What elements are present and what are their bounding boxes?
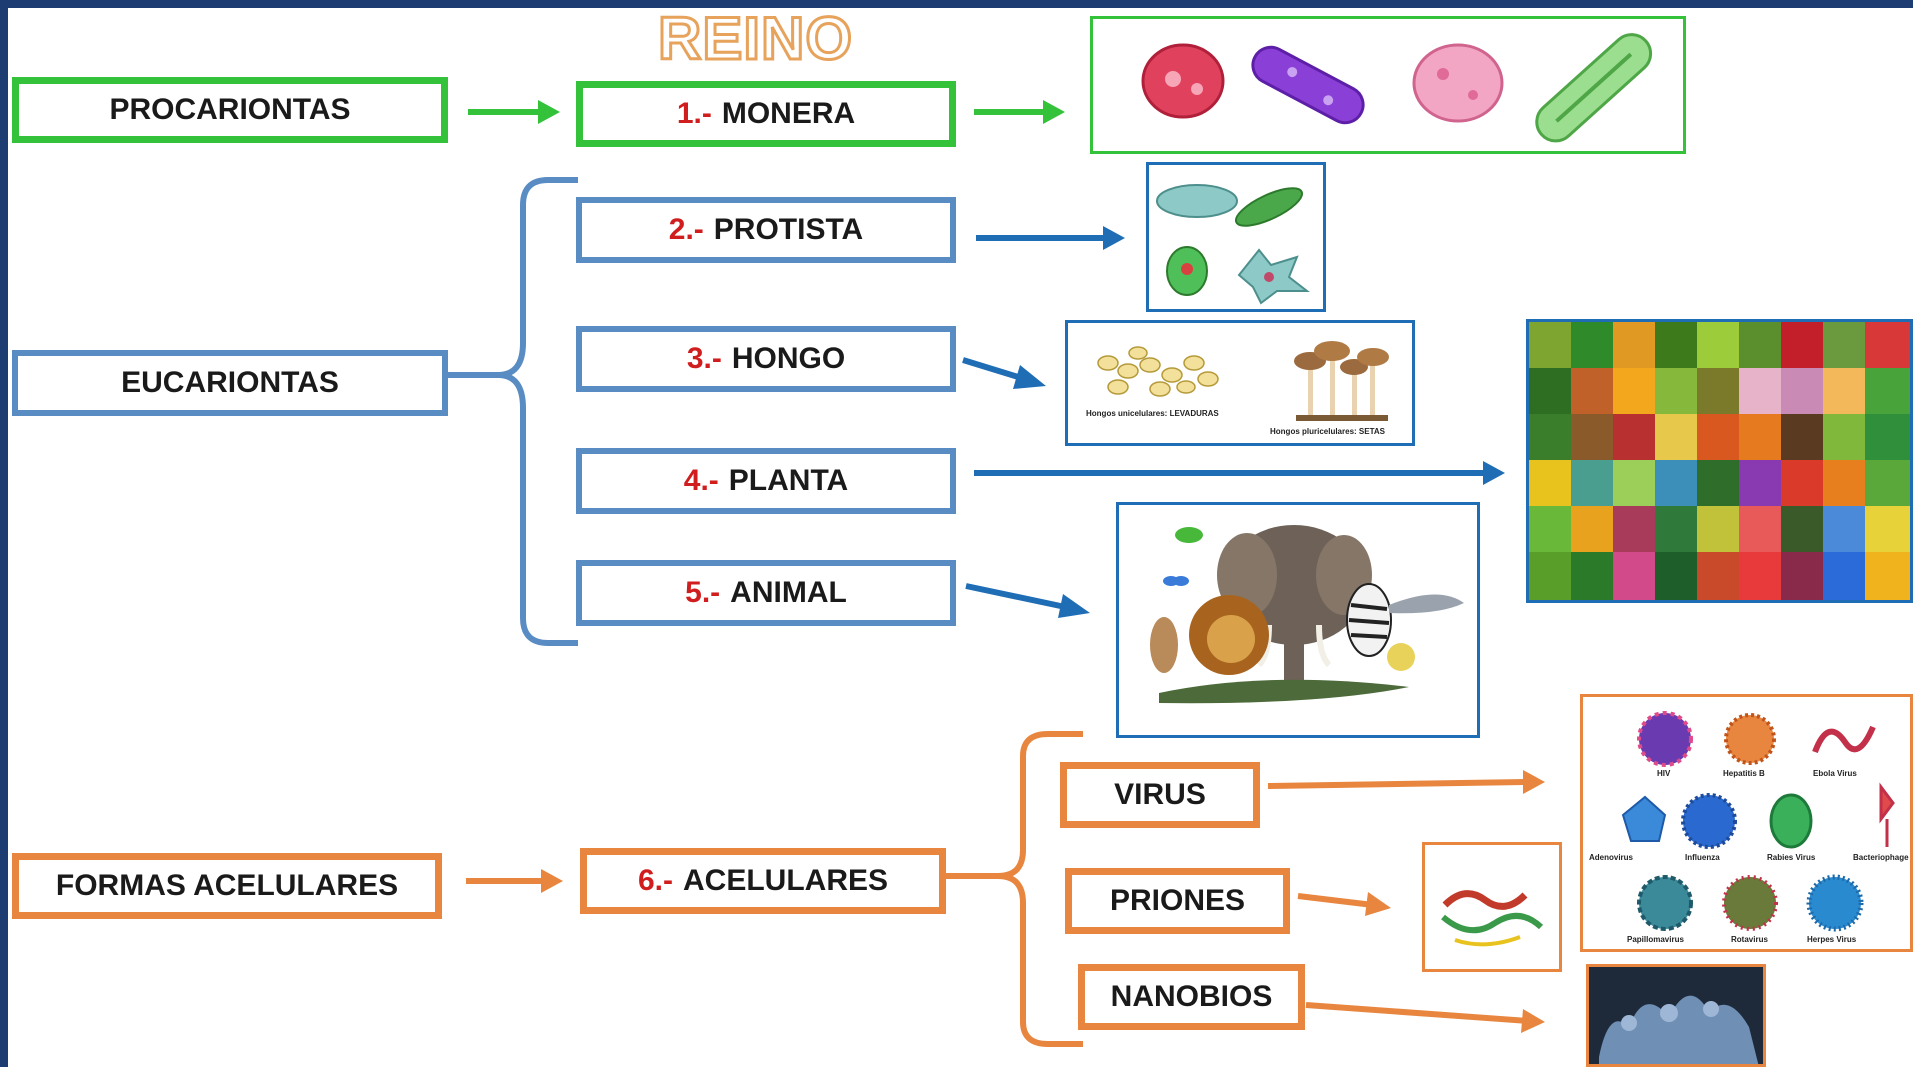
arrow-monera-to-image <box>974 100 1065 124</box>
mushroom-cluster <box>1294 341 1389 421</box>
kingdom-name: ANIMAL <box>730 576 847 610</box>
kingdom-number: 5.- <box>685 576 720 610</box>
planta-mosaic-image <box>1526 319 1913 603</box>
arrow-hongo <box>963 360 1046 389</box>
eucariontas-box: EUCARIONTAS <box>12 350 448 416</box>
prion-illustration <box>1425 845 1559 969</box>
yeast-caption: Hongos unicelulares: LEVADURAS <box>1086 409 1219 418</box>
zebra <box>1347 584 1391 656</box>
nanobios-illustration <box>1589 967 1763 1067</box>
kingdom-number: 2.- <box>669 213 704 247</box>
arrow-nanobios <box>1306 1005 1545 1033</box>
formas-acelulares-label: FORMAS ACELULARES <box>56 869 398 903</box>
virus-caption: Hepatitis B <box>1723 769 1765 778</box>
kingdom-acelulares-box: 6.- ACELULARES <box>580 848 946 914</box>
protista-illustration <box>1149 165 1323 309</box>
virus-caption: Rabies Virus <box>1767 853 1815 862</box>
kingdom-name: PROTISTA <box>714 213 863 247</box>
pufferfish <box>1387 643 1415 671</box>
lion <box>1189 595 1269 675</box>
kingdom-number: 1.- <box>677 97 712 131</box>
hongo-image: Hongos unicelulares: LEVADURAS Hongos pl… <box>1065 320 1415 446</box>
arrow-procariontas-to-monera <box>468 100 560 124</box>
virus-caption: Adenovirus <box>1589 853 1633 862</box>
kangaroo <box>1150 617 1178 673</box>
bacterium-green <box>1529 27 1658 149</box>
virus-caption: Influenza <box>1685 853 1720 862</box>
virus-caption: Bacteriophage <box>1853 853 1909 862</box>
procariontas-box: PROCARIONTAS <box>12 77 448 143</box>
arrow-priones <box>1298 892 1391 916</box>
arrow-protista <box>976 226 1125 250</box>
virus-label: VIRUS <box>1114 778 1206 812</box>
animal-image <box>1116 502 1480 738</box>
priones-label: PRIONES <box>1110 884 1245 918</box>
kingdom-protista-box: 2.- PROTISTA <box>576 197 956 263</box>
virus-icons <box>1623 713 1893 929</box>
kingdom-animal-box: 5.- ANIMAL <box>576 560 956 626</box>
procariontas-label: PROCARIONTAS <box>109 93 350 127</box>
virus-caption: Ebola Virus <box>1813 769 1857 778</box>
kingdom-name: PLANTA <box>729 464 848 498</box>
animals-illustration <box>1119 505 1477 735</box>
virus-caption: Rotavirus <box>1731 935 1768 944</box>
arrow-formas-to-acelulares <box>466 869 563 893</box>
eucariontas-bracket <box>438 180 578 643</box>
bacterium-red <box>1143 45 1223 117</box>
bacteria-illustration <box>1093 19 1683 151</box>
arrow-animal <box>966 586 1090 618</box>
butterfly <box>1163 576 1189 586</box>
diagram-canvas: REINO <box>8 8 1913 1067</box>
kingdom-monera-box: 1.- MONERA <box>576 81 956 147</box>
kingdom-number: 3.- <box>687 342 722 376</box>
kingdom-number: 6.- <box>638 864 673 898</box>
kingdom-planta-box: 4.- PLANTA <box>576 448 956 514</box>
plant-photo-mosaic <box>1529 322 1910 600</box>
fungi-illustration <box>1068 323 1412 443</box>
kingdom-name: HONGO <box>732 342 845 376</box>
arrow-virus <box>1268 770 1545 794</box>
virus-box: VIRUS <box>1060 762 1260 828</box>
kingdom-name: ACELULARES <box>683 864 888 898</box>
yeast-cluster <box>1098 347 1218 396</box>
parrot <box>1175 527 1203 543</box>
crocodile <box>1159 680 1409 703</box>
shark <box>1389 594 1464 613</box>
virus-illustration <box>1583 697 1913 949</box>
nanobios-box: NANOBIOS <box>1078 964 1305 1030</box>
virus-caption: HIV <box>1657 769 1670 778</box>
priones-box: PRIONES <box>1065 868 1290 934</box>
eucariontas-label: EUCARIONTAS <box>121 366 339 400</box>
prion-image <box>1422 842 1562 972</box>
protista-image <box>1146 162 1326 312</box>
virus-caption: Herpes Virus <box>1807 935 1856 944</box>
kingdom-hongo-box: 3.- HONGO <box>576 326 956 392</box>
virus-caption: Papillomavirus <box>1627 935 1684 944</box>
nanobios-image <box>1586 964 1766 1067</box>
mushroom-caption: Hongos pluricelulares: SETAS <box>1270 427 1385 436</box>
formas-acelulares-box: FORMAS ACELULARES <box>12 853 442 919</box>
bacterium-pink <box>1414 45 1502 121</box>
virus-image: HIV Hepatitis B Ebola Virus Adenovirus I… <box>1580 694 1913 952</box>
kingdom-name: MONERA <box>722 97 855 131</box>
bacterium-purple <box>1247 41 1370 129</box>
kingdom-number: 4.- <box>684 464 719 498</box>
nanobios-label: NANOBIOS <box>1111 980 1273 1014</box>
arrow-planta <box>974 461 1505 485</box>
monera-bacteria-image <box>1090 16 1686 154</box>
